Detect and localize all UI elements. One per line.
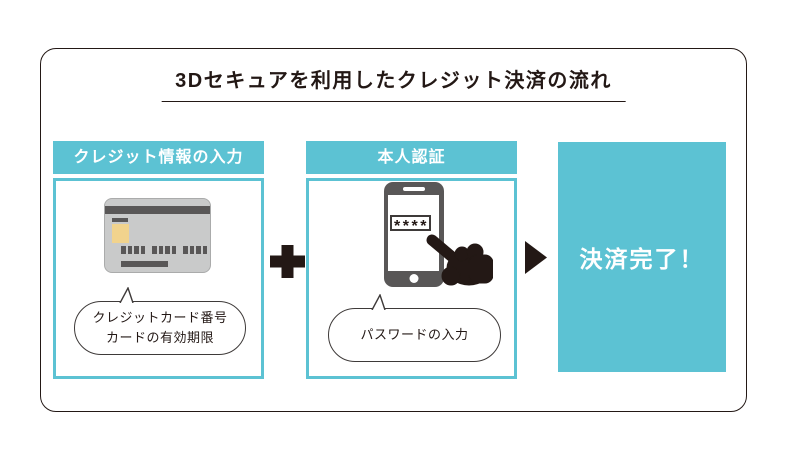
step-credit-info-panel: クレジット情報の入力 クレジットカード番 [53, 141, 264, 379]
card-name-bar [121, 261, 168, 267]
smartphone-icon: **** [384, 182, 444, 287]
bubble-line: カードの有効期限 [105, 330, 214, 345]
credit-card-speech-bubble: クレジットカード番号 カードの有効期限 [74, 301, 246, 355]
step-authentication-panel: 本人認証 **** [306, 141, 517, 379]
card-chip [112, 224, 129, 243]
outer-frame: 3Dセキュアを利用したクレジット決済の流れ クレジット情報の入力 [40, 48, 747, 412]
speech-bubble-tail [119, 287, 134, 303]
page-title: 3Dセキュアを利用したクレジット決済の流れ [161, 64, 626, 102]
speech-bubble-tail [371, 294, 386, 310]
result-label: 決済完了！ [579, 246, 705, 272]
phone-home-button [409, 274, 419, 283]
card-magnetic-stripe [105, 206, 210, 214]
result-panel: 決済完了！ [558, 142, 726, 372]
plus-icon [270, 245, 305, 278]
credit-card-icon [104, 198, 211, 273]
bubble-line: クレジットカード番号 [92, 309, 228, 325]
step-credit-info-body: クレジットカード番号 カードの有効期限 [53, 178, 264, 379]
card-hologram-bar [112, 218, 128, 222]
password-speech-bubble: パスワードの入力 [328, 308, 501, 362]
card-number-blocks [121, 246, 207, 254]
password-mask: **** [394, 218, 429, 231]
step-credit-info-header: クレジット情報の入力 [53, 141, 264, 174]
step-authentication-body: **** パスワードの入力 [306, 178, 517, 379]
pointing-hand-icon [426, 234, 493, 286]
phone-screen: **** [388, 195, 439, 271]
triangle-right-icon [525, 241, 547, 274]
phone-speaker [403, 187, 425, 191]
password-field: **** [390, 215, 431, 231]
step-authentication-header: 本人認証 [306, 141, 517, 174]
bubble-line: パスワードの入力 [360, 326, 469, 342]
